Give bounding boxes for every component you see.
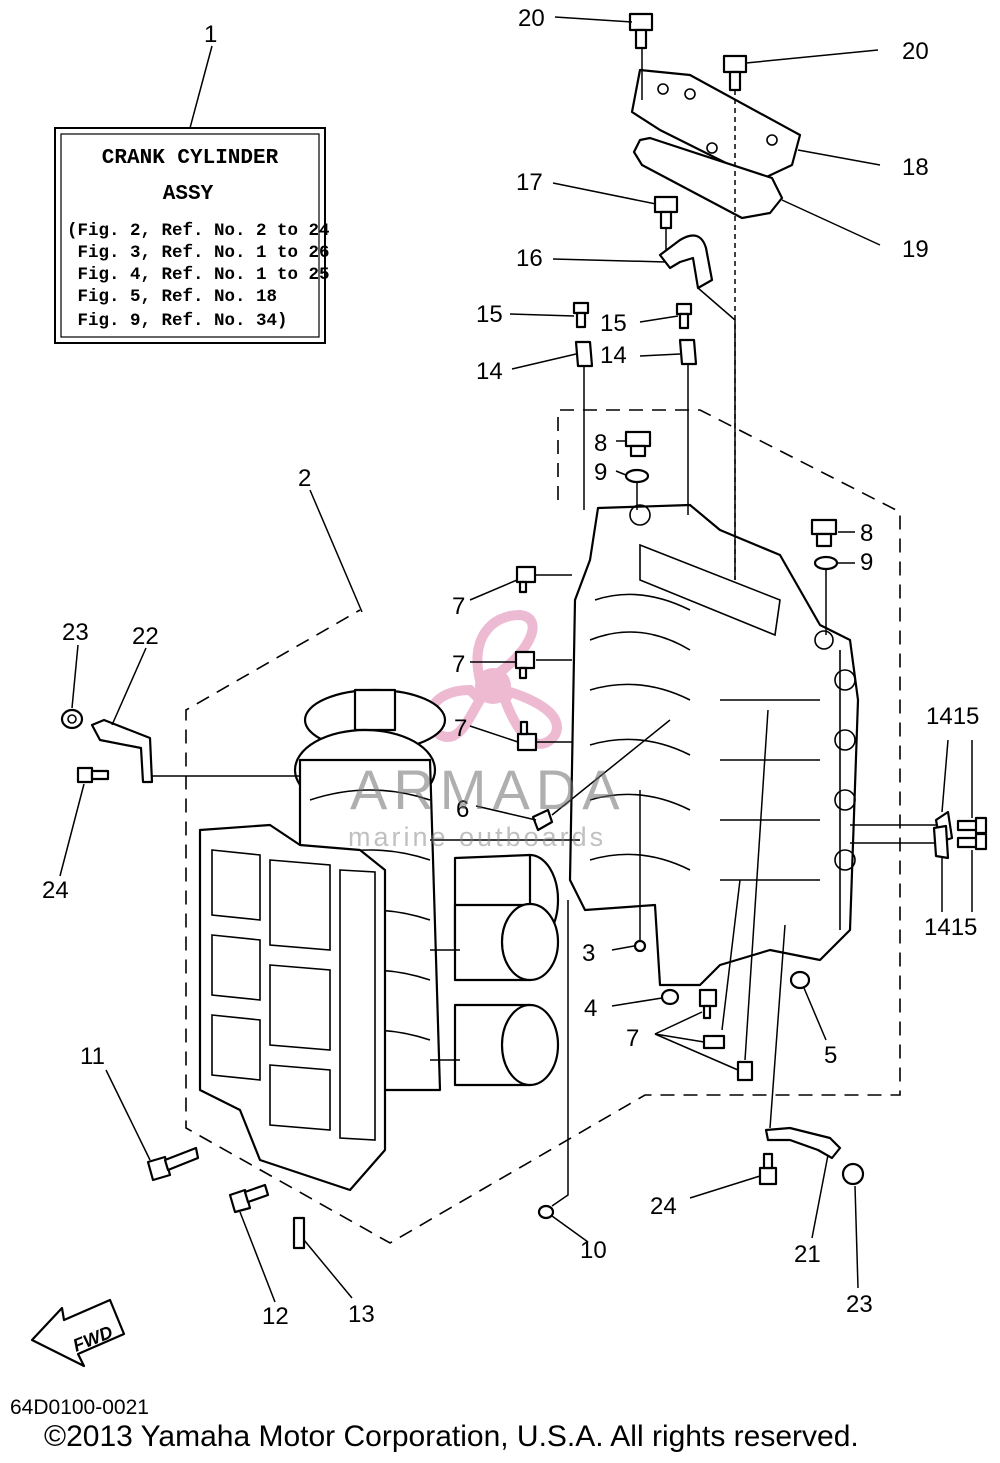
callout-7: 7 (452, 593, 465, 620)
sensor-7d (698, 988, 718, 1020)
callout-5: 5 (824, 1042, 837, 1069)
callout-14: 14 (476, 358, 503, 385)
callout-9: 9 (860, 549, 873, 576)
grommet-23-right (841, 1162, 865, 1186)
bracket-21 (764, 1126, 842, 1160)
gasket-19 (632, 136, 784, 220)
callout-24: 24 (650, 1193, 677, 1220)
callout-15: 15 (600, 310, 627, 337)
watermark-propeller-logo (425, 609, 562, 749)
callout-2: 2 (298, 465, 311, 492)
callout-18: 18 (902, 154, 929, 181)
copyright-notice: ©2013 Yamaha Motor Corporation, U.S.A. A… (44, 1420, 859, 1453)
callout-3: 3 (582, 940, 595, 967)
callout-11: 11 (80, 1043, 105, 1070)
callout-15: 15 (476, 301, 503, 328)
assembly-outline-dashed (185, 409, 901, 1244)
callout-7: 7 (626, 1025, 639, 1052)
callout-9: 9 (594, 459, 607, 486)
assembly-ref-line: Fig. 9, Ref. No. 34) (67, 311, 288, 331)
callout-1415: 1415 (926, 703, 979, 730)
assembly-ref-line: Fig. 4, Ref. No. 1 to 25 (67, 265, 330, 285)
clip-1415-bottom (932, 824, 950, 860)
bolt-12 (228, 1183, 270, 1214)
fitting-6 (531, 808, 554, 832)
sensor-7a (515, 565, 537, 594)
callout-8: 8 (594, 430, 607, 457)
callout-17: 17 (516, 169, 543, 196)
sensor-7e (702, 1034, 726, 1050)
bolt-24-right (758, 1152, 778, 1186)
callout-1: 1 (204, 21, 217, 48)
callout-7: 7 (454, 715, 467, 742)
assembly-reference-box: CRANK CYLINDER ASSY (Fig. 2, Ref. No. 2 … (54, 127, 330, 344)
bush-5 (789, 970, 811, 990)
stud-13 (292, 1216, 306, 1250)
bolt-20-right (722, 54, 748, 92)
callout-6: 6 (456, 796, 469, 823)
callout-7: 7 (452, 651, 465, 678)
callout-21: 21 (794, 1241, 821, 1268)
diagram-code: 64D0100-0021 (10, 1396, 149, 1419)
watermark-tagline: marine outboards (348, 822, 607, 852)
cylinder-block-2 (198, 823, 387, 1192)
callout-23: 23 (62, 619, 89, 646)
bush-4 (660, 988, 680, 1006)
callout-20: 20 (518, 5, 545, 32)
callout-numbers: 1 20 20 18 17 19 16 15 15 14 14 8 9 8 9 … (42, 5, 979, 1330)
cylinder-crank-assembly (293, 688, 580, 1092)
assembly-title-line1: CRANK CYLINDER (102, 147, 279, 170)
screw-15-right (675, 302, 693, 330)
sensor-7b (514, 650, 536, 680)
assembly-ref-line: Fig. 5, Ref. No. 18 (67, 287, 277, 307)
screw-1415-bottom (956, 832, 988, 851)
screw-15-left (572, 301, 590, 329)
dowel-3 (633, 939, 647, 953)
bolt-11 (146, 1146, 200, 1182)
pin-10 (537, 1204, 555, 1220)
washer-9-right (813, 555, 839, 571)
bolt-20-top (628, 12, 654, 50)
callout-8: 8 (860, 520, 873, 547)
assembly-title-line2: ASSY (163, 183, 214, 206)
callout-12: 12 (262, 1303, 289, 1330)
grommet-23-left (60, 708, 84, 730)
leader-lines (59, 16, 973, 1303)
washer-9-left (624, 468, 650, 484)
callout-10: 10 (580, 1237, 607, 1264)
callout-16: 16 (516, 245, 543, 272)
callout-24: 24 (42, 877, 69, 904)
watermark-name: ARMADA (350, 758, 626, 821)
callout-23: 23 (846, 1291, 873, 1318)
clamp-16 (658, 234, 714, 290)
callout-19: 19 (902, 236, 929, 263)
forward-direction-arrow: FWD (30, 1298, 126, 1368)
plug-8-left (624, 430, 652, 458)
cover-18 (630, 68, 802, 182)
bolt-17 (653, 195, 679, 230)
callout-22: 22 (132, 623, 159, 650)
clip-14-left (574, 340, 594, 368)
screw-1415-top (956, 816, 988, 835)
crankcase-block (568, 503, 860, 987)
callout-14: 14 (600, 342, 627, 369)
callout-1415: 1415 (924, 914, 977, 941)
callout-20: 20 (902, 38, 929, 65)
clip-14-right (678, 338, 698, 366)
plug-8-right (810, 518, 838, 548)
assembly-ref-line: (Fig. 2, Ref. No. 2 to 24 (67, 221, 330, 241)
sensor-7f (736, 1060, 754, 1082)
sensor-7c (516, 720, 538, 752)
callout-13: 13 (348, 1301, 375, 1328)
callout-4: 4 (584, 995, 597, 1022)
bracket-22 (90, 718, 154, 784)
bolt-24-left (76, 766, 110, 784)
assembly-ref-line: Fig. 3, Ref. No. 1 to 26 (67, 243, 330, 263)
